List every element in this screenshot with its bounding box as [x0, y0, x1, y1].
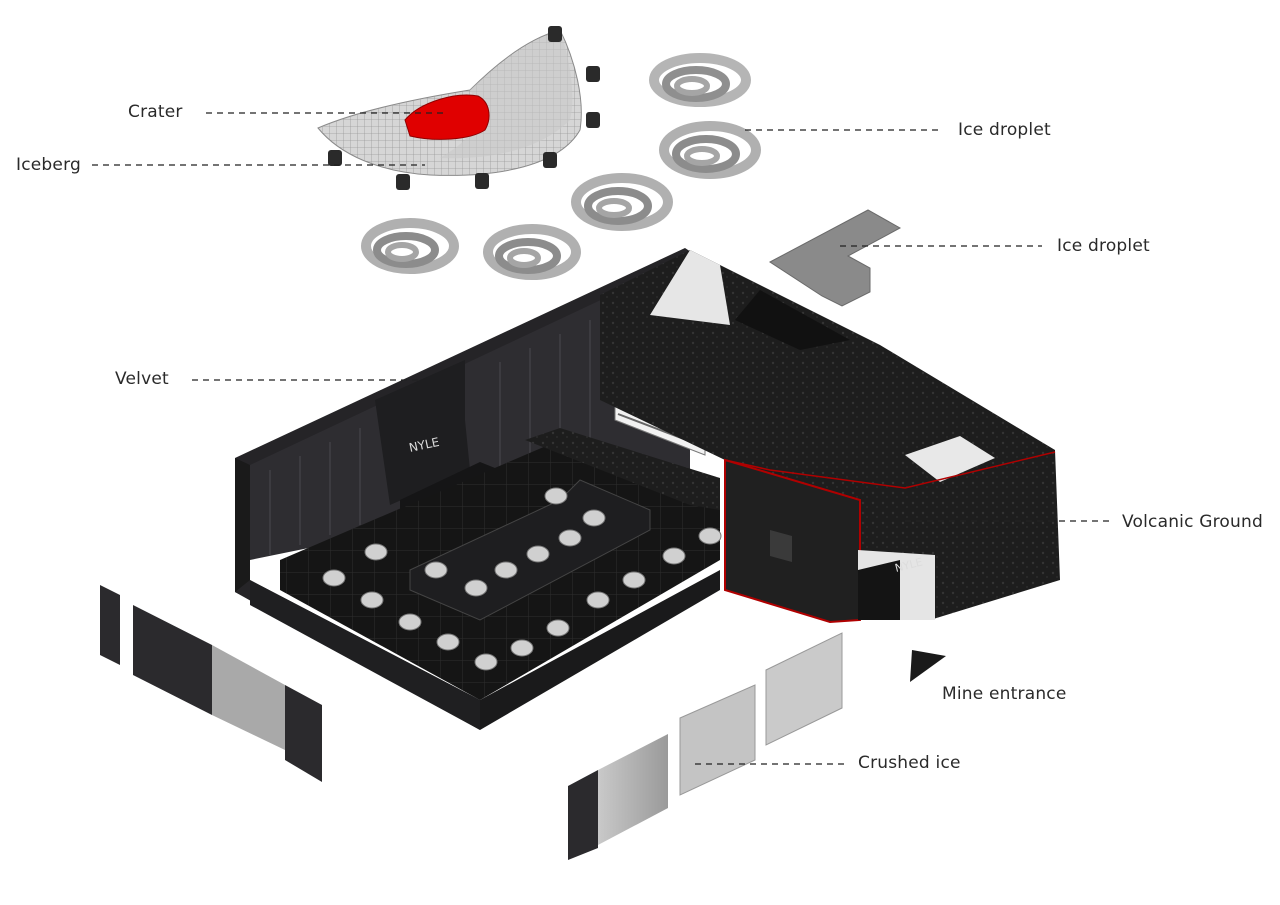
crushed-ice-panels [568, 632, 843, 860]
logo-sign-1: NYLE [408, 435, 441, 455]
label-velvet: Velvet [115, 369, 169, 389]
label-crater: Crater [128, 102, 183, 122]
ice-droplet-ceiling-panel [769, 209, 902, 307]
label-ice-droplet-1: Ice droplet [958, 120, 1051, 140]
label-volcanic-ground: Volcanic Ground [1122, 512, 1263, 532]
iceberg-crater-element [317, 26, 600, 190]
velvet-panels [100, 585, 322, 782]
label-crushed-ice: Crushed ice [858, 753, 961, 773]
crater-core [404, 94, 490, 140]
ice-droplet-rings [361, 53, 761, 280]
ice-ring-3 [571, 173, 673, 231]
ice-ring-1 [649, 53, 751, 107]
ice-ring-2 [659, 121, 761, 179]
seating [322, 487, 722, 671]
label-mine-entrance: Mine entrance [942, 684, 1067, 704]
label-iceberg: Iceberg [16, 155, 81, 175]
velvet-room: NYLE [235, 248, 720, 730]
ice-ring-5 [361, 218, 459, 274]
leader-lines [92, 112, 1110, 765]
label-ice-droplet-2: Ice droplet [1057, 236, 1150, 256]
ice-ring-4 [483, 224, 581, 280]
volcanic-ground-wing: NYLE [600, 250, 1060, 624]
entrance-arrow-icon [910, 650, 946, 682]
